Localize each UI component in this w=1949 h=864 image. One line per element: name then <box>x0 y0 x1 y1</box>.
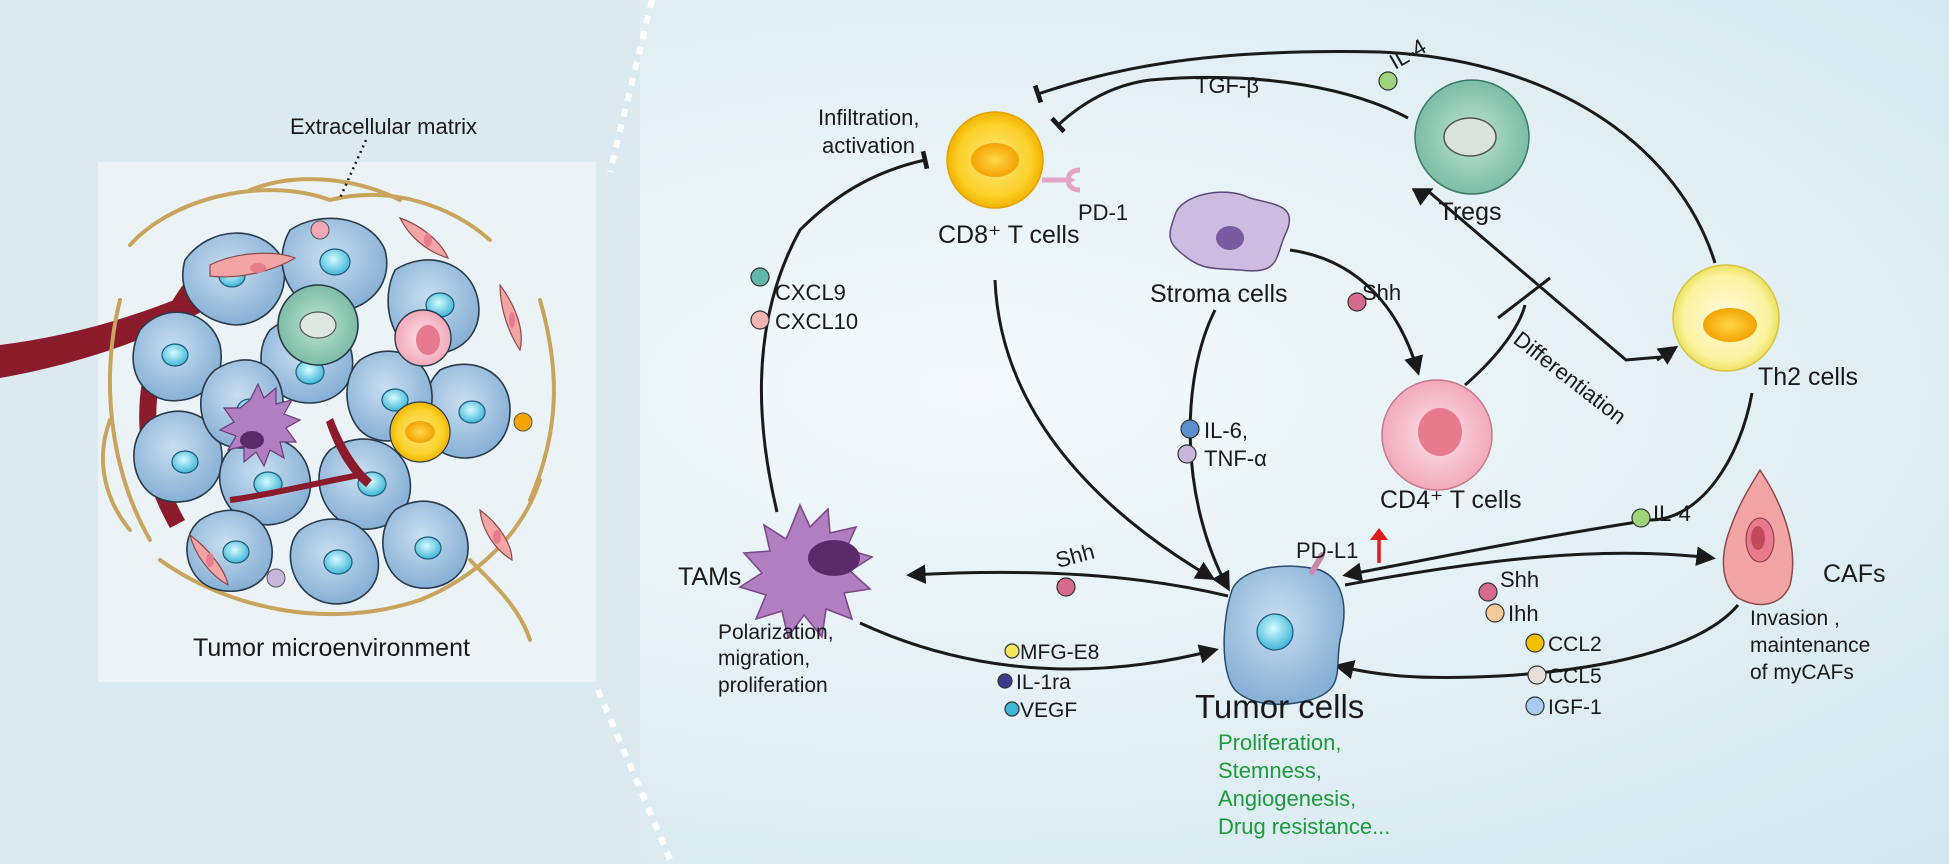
signal-shh-stroma: Shh <box>1362 280 1401 305</box>
stroma-label: Stroma cells <box>1150 280 1288 308</box>
cd4-t-cell <box>1381 379 1493 491</box>
signal-dots <box>750 71 1651 717</box>
tme-label: Tumor microenvironment <box>193 634 470 662</box>
signal-ccl5: CCL5 <box>1548 665 1602 688</box>
caf-effect-1: Invasion , <box>1750 607 1840 630</box>
signal-il4-th2: IL-4 <box>1653 501 1691 526</box>
ecm-label: Extracellular matrix <box>290 114 477 139</box>
caf-effect-3: of myCAFs <box>1750 661 1854 684</box>
cd8-t-cell <box>946 111 1081 209</box>
tumor-cell <box>1223 552 1345 706</box>
tam-effect-1: Polarization, <box>718 621 834 644</box>
stroma-cell <box>1169 191 1291 272</box>
signal-mfge8: MFG-E8 <box>1020 641 1099 664</box>
signal-tnfa: TNF-α <box>1204 446 1267 471</box>
tams-label: TAMs <box>678 563 741 591</box>
th2-cell <box>1672 264 1780 372</box>
tumor-effect-2: Stemness, <box>1218 758 1322 783</box>
interaction-lines <box>759 50 1754 680</box>
tumor-effect-4: Drug resistance... <box>1218 814 1390 839</box>
infiltration-label-2: activation <box>822 133 915 158</box>
pd1-label: PD-1 <box>1078 200 1128 225</box>
signal-ccl2: CCL2 <box>1548 633 1602 656</box>
signal-il6: IL-6, <box>1204 418 1248 443</box>
signal-cxcl9: CXCL9 <box>775 280 846 305</box>
infiltration-label-1: Infiltration, <box>818 105 920 130</box>
signal-ihh: Ihh <box>1508 601 1539 626</box>
cafs-label: CAFs <box>1823 560 1886 588</box>
signal-il1ra: IL-1ra <box>1016 671 1071 694</box>
pdl1-upregulation-arrow <box>1370 528 1388 563</box>
cd8-label: CD8⁺ T cells <box>938 221 1079 249</box>
tumor-effect-3: Angiogenesis, <box>1218 786 1356 811</box>
signal-igf1: IGF-1 <box>1548 696 1602 719</box>
th2-label: Th2 cells <box>1758 363 1858 391</box>
caf-cell <box>1722 468 1794 606</box>
signal-cxcl10: CXCL10 <box>775 309 858 334</box>
signal-vegf: VEGF <box>1020 699 1077 722</box>
cd4-label: CD4⁺ T cells <box>1380 486 1521 514</box>
tam-effect-3: proliferation <box>718 674 828 697</box>
signal-shh-caf: Shh <box>1500 567 1539 592</box>
pdl1-label: PD-L1 <box>1296 538 1358 563</box>
tumor-microenvironment-illustration <box>0 139 556 642</box>
tumor-effect-1: Proliferation, <box>1218 730 1342 755</box>
tregs-label: Tregs <box>1439 198 1502 226</box>
tumor-label: Tumor cells <box>1195 688 1364 725</box>
signal-tgfb: TGF-β <box>1195 73 1259 98</box>
tam-effect-2: migration, <box>718 647 810 670</box>
tam-cell <box>738 502 874 639</box>
caf-effect-2: maintenance <box>1750 634 1870 657</box>
treg-cell <box>1414 79 1530 195</box>
